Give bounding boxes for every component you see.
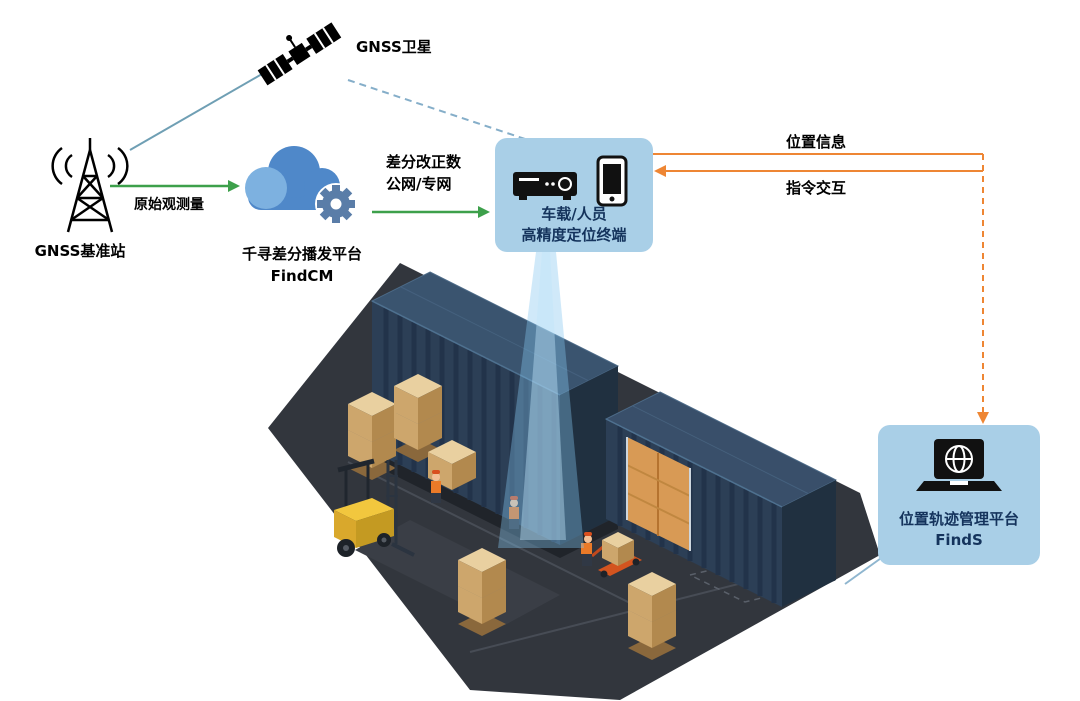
raw-observation-label: 原始观测量 xyxy=(134,197,204,213)
gnss-receiver-icon xyxy=(511,162,585,210)
worker xyxy=(431,470,441,503)
positioning-beam xyxy=(498,252,584,548)
management-platform-title: 位置轨迹管理平台 xyxy=(898,510,1019,528)
container-door-open xyxy=(626,437,691,551)
terminal-label-line1: 车载/人员 xyxy=(541,205,607,223)
worker xyxy=(509,496,519,529)
command-interaction-label: 指令交互 xyxy=(786,179,847,197)
correction-label: 差分改正数 公网/专网 xyxy=(386,151,461,195)
cloud-gear-icon xyxy=(232,132,372,241)
laptop-globe-icon xyxy=(914,437,1006,505)
pallet-jack xyxy=(591,532,642,578)
gear-icon xyxy=(317,185,355,223)
cloud-platform-label: 千寻差分播发平台 FindCM xyxy=(224,243,380,287)
warehouse-workers xyxy=(431,470,642,578)
lane-line xyxy=(347,461,641,609)
floor-marking xyxy=(687,552,838,603)
signal-wave-icon xyxy=(51,146,63,186)
cargo-boxes xyxy=(348,374,676,648)
pallets xyxy=(348,438,676,660)
position-info-label: 位置信息 xyxy=(786,133,847,151)
correction-arrow xyxy=(372,206,490,218)
cloud-platform-name: FindCM xyxy=(270,267,334,285)
satellite-icon xyxy=(252,4,362,98)
correction-label-line2: 公网/专网 xyxy=(386,175,452,193)
floor-lane xyxy=(355,520,560,625)
card-callout-line xyxy=(844,555,885,585)
shipping-container-left xyxy=(370,271,620,558)
smartphone-icon xyxy=(595,154,629,212)
terminal-card: 车载/人员 高精度定位终端 xyxy=(495,138,653,252)
shipping-container-right xyxy=(604,391,838,607)
command-flow xyxy=(654,165,983,177)
base-station-label: GNSS基准站 xyxy=(34,242,126,260)
management-platform-card: 位置轨迹管理平台 FindS xyxy=(878,425,1040,565)
management-platform-name: FindS xyxy=(935,531,983,549)
lane-line xyxy=(469,575,771,653)
correction-label-line1: 差分改正数 xyxy=(386,153,462,171)
terminal-label-line2: 高精度定位终端 xyxy=(521,226,627,244)
forklift xyxy=(334,458,415,557)
satellite-terminal-link xyxy=(347,79,529,141)
worker xyxy=(581,532,592,566)
cloud-platform-title: 千寻差分播发平台 xyxy=(241,245,362,263)
satellite-label: GNSS卫星 xyxy=(356,38,432,56)
warehouse-floor xyxy=(268,263,880,700)
radio-tower-icon xyxy=(28,136,152,244)
globe-icon xyxy=(945,445,973,473)
